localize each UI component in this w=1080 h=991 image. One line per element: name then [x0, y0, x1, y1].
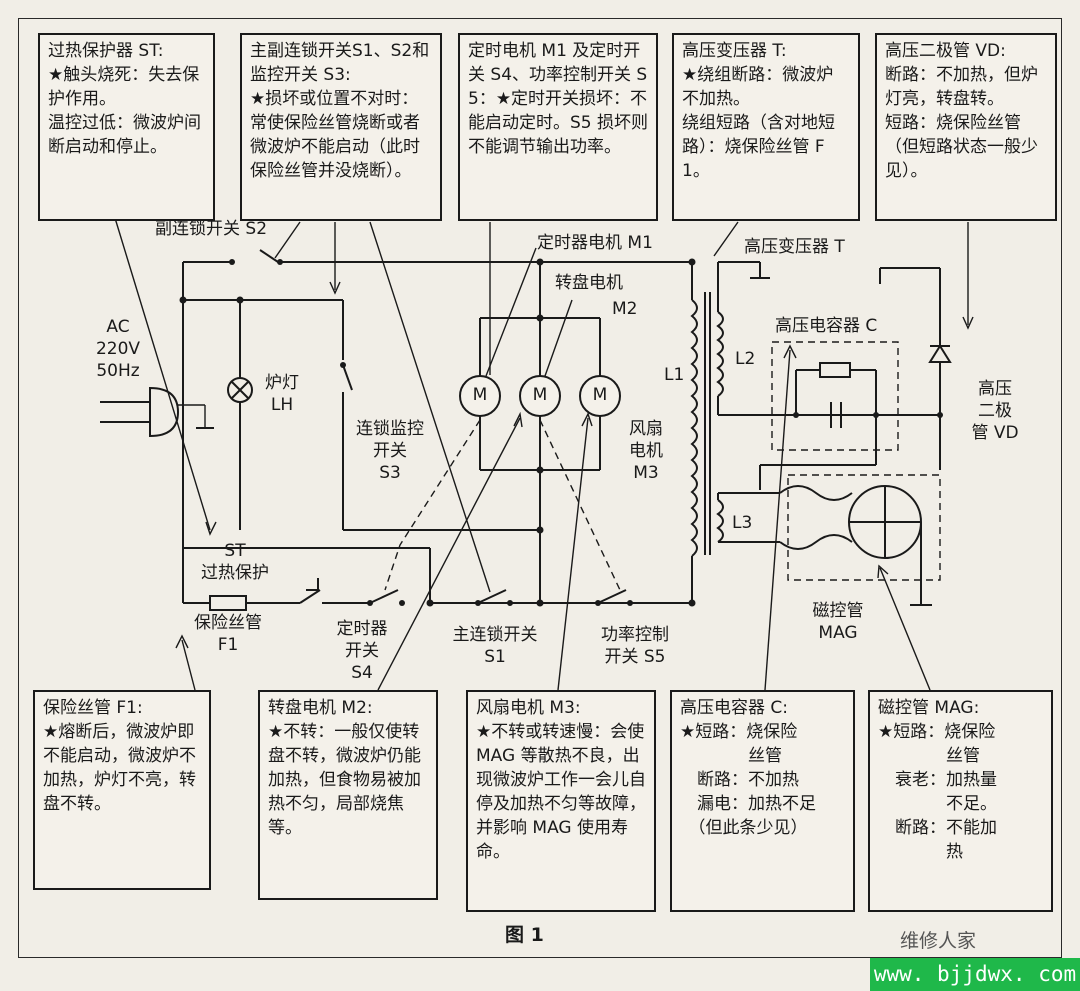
note-capacitor: 高压电容器 C: ★短路：烧保险 丝管 断路：不加热 漏电：加热不足 （但此条少… [670, 690, 855, 912]
label-fan-motor-m3: 风扇 电机 M3 [629, 419, 663, 483]
label-transformer-t: 高压变压器 T [744, 237, 845, 257]
watermark-badge: 维修人家 [900, 930, 977, 952]
note-interlock-switches: 主副连锁开关S1、S2和监控开关 S3: ★损坏或位置不对时：常使保险丝管烧断或… [240, 33, 442, 221]
label-capacitor-c: 高压电容器 C [775, 316, 878, 336]
label-s1: 主连锁开关 S1 [452, 625, 538, 667]
note-transformer: 高压变压器 T: ★绕组断路：微波炉不加热。 绕组短路（含对地短路）：烧保险丝管… [672, 33, 860, 221]
label-fuse-f1: 保险丝管 F1 [194, 613, 262, 655]
figure-frame [18, 18, 1062, 958]
motor-m2-symbol: M [532, 385, 548, 405]
label-s5: 功率控制 开关 S5 [601, 625, 669, 667]
note-fuse: 保险丝管 F1: ★熔断后，微波炉即不能启动，微波炉不加热，炉灯不亮，转盘不转。 [33, 690, 211, 890]
label-magnetron-mag: 磁控管 MAG [812, 601, 864, 643]
label-m2: M2 [612, 299, 638, 319]
label-lamp-lh: 炉灯 LH [265, 373, 299, 415]
note-turntable-motor: 转盘电机 M2: ★不转：一般仅使转盘不转，微波炉仍能加热，但食物易被加热不匀，… [258, 690, 438, 900]
label-timer-motor-m1: 定时器电机 M1 [537, 233, 653, 253]
motor-m3-symbol: M [592, 385, 608, 405]
note-magnetron: 磁控管 MAG: ★短路：烧保险 丝管 衰老：加热量 不足。 断路：不能加 热 [868, 690, 1053, 912]
label-st: ST 过热保护 [201, 541, 269, 583]
note-diode: 高压二极管 VD: 断路：不加热，但炉灯亮，转盘转。 短路：烧保险丝管（但短路状… [875, 33, 1057, 221]
label-s2: 副连锁开关 S2 [155, 219, 268, 239]
note-fan-motor: 风扇电机 M3: ★不转或转速慢：会使 MAG 等散热不良，出现微波炉工作一会儿… [466, 690, 656, 912]
label-s4: 定时器 开关 S4 [336, 619, 388, 683]
label-l2: L2 [735, 349, 756, 369]
note-overheat-protector: 过热保护器 ST: ★触头烧死：失去保护作用。 温控过低：微波炉间断启动和停止。 [38, 33, 215, 221]
note-timer-motor: 定时电机 M1 及定时开关 S4、功率控制开关 S5：★定时开关损坏：不能启动定… [458, 33, 658, 221]
label-l1: L1 [664, 365, 685, 385]
label-l3: L3 [732, 513, 753, 533]
label-turntable-motor: 转盘电机 [555, 273, 623, 293]
label-diode-vd: 高压 二极 管 VD [971, 379, 1019, 443]
motor-m1-symbol: M [472, 385, 488, 405]
label-ac-supply: AC 220V 50Hz [95, 317, 141, 381]
watermark-url: www. bjjdwx. com [870, 958, 1080, 991]
label-s3: 连锁监控 开关 S3 [356, 419, 424, 483]
figure-title: 图 1 [505, 924, 544, 946]
